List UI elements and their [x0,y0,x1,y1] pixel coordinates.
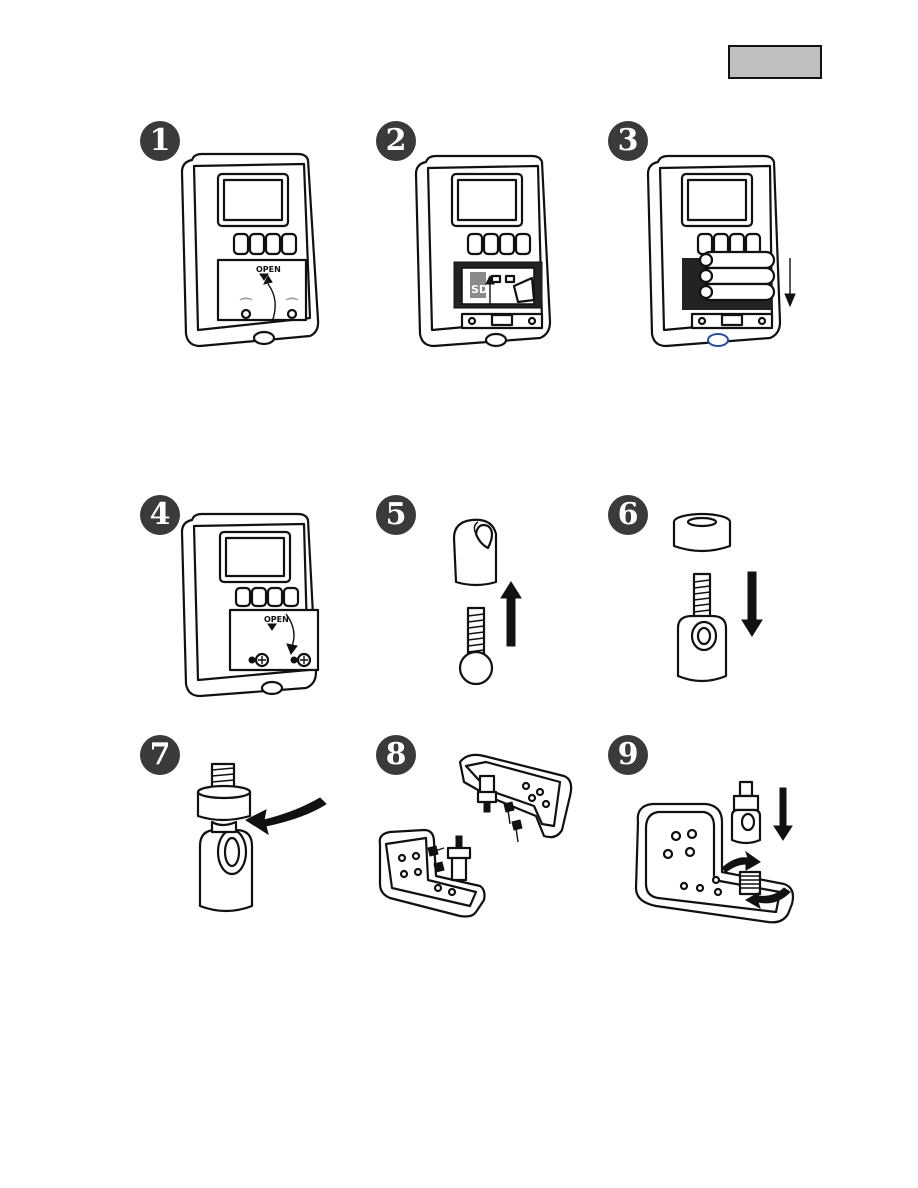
step-number-badge: 6 [608,495,648,535]
device-sd-card-icon: SD [414,154,554,354]
step-number-badge: 1 [140,121,180,161]
open-label: OPEN [264,615,289,624]
mount-ball-joint-icon [448,518,558,688]
mount-nut-screw-icon [672,512,782,690]
device-insert-batteries-icon [646,154,806,354]
open-label: OPEN [256,265,281,274]
mount-tighten-nut-icon [196,760,336,916]
step-number-badge: 2 [376,121,416,161]
bracket-screws-icon [376,752,576,918]
step-number-badge: 3 [608,121,648,161]
step-number-badge: 9 [608,735,648,775]
step-number-badge: 5 [376,495,416,535]
step-number-badge: 7 [140,735,180,775]
device-close-cover-icon: OPEN [180,512,320,702]
page-tab [728,45,822,79]
bracket-attach-icon [628,776,798,932]
device-open-cover-icon: OPEN [180,150,320,356]
sd-label: SD [471,283,488,296]
step-number-badge: 4 [140,495,180,535]
